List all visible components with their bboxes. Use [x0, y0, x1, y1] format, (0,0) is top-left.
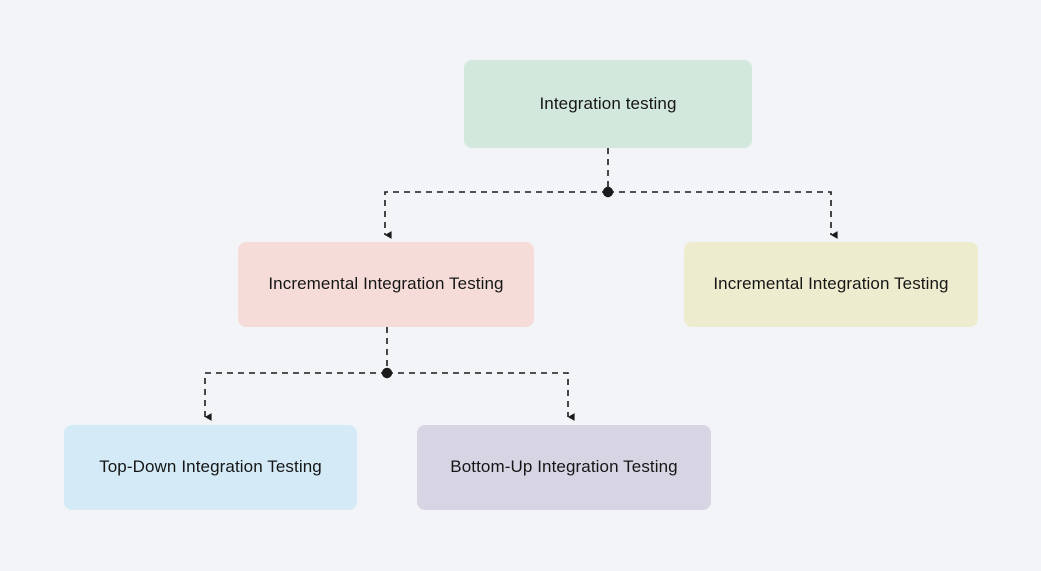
node-integration-testing[interactable]: Integration testing: [464, 60, 752, 148]
edge-root-to-incremental-right: [608, 191, 838, 239]
node-top-down-integration-testing[interactable]: Top-Down Integration Testing: [64, 425, 357, 510]
junction-dot-level-1: [602, 186, 614, 198]
node-label: Incremental Integration Testing: [268, 274, 504, 294]
node-label: Integration testing: [539, 93, 677, 113]
edge-incremental-left-to-top-down: [204, 372, 387, 421]
node-incremental-integration-testing-right[interactable]: Incremental Integration Testing: [684, 242, 978, 327]
node-incremental-integration-testing-left[interactable]: Incremental Integration Testing: [238, 242, 534, 327]
node-label: Incremental Integration Testing: [713, 274, 949, 294]
node-label: Top-Down Integration Testing: [99, 457, 322, 477]
node-label: Bottom-Up Integration Testing: [450, 457, 678, 477]
node-bottom-up-integration-testing[interactable]: Bottom-Up Integration Testing: [417, 425, 711, 510]
junction-dot-level-2: [381, 367, 393, 379]
edge-root-to-incremental-left: [384, 191, 608, 239]
edge-incremental-left-to-bottom-up: [387, 372, 575, 421]
